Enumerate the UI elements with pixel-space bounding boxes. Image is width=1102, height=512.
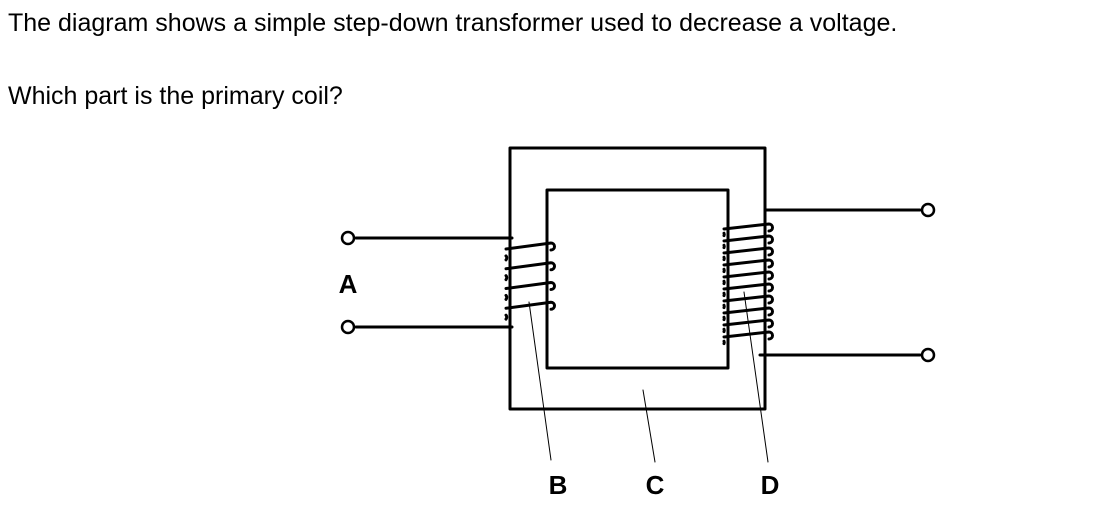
secondary-coil-turn — [722, 330, 774, 341]
iron-core — [508, 146, 767, 411]
secondary-coil-turn — [722, 246, 774, 257]
question-statement: The diagram shows a simple step-down tra… — [8, 9, 898, 37]
primary-coil-turn-back — [504, 274, 509, 282]
primary-coil-turn-back — [504, 254, 509, 262]
question-prompt: Which part is the primary coil? — [8, 82, 343, 110]
pointer-c — [642, 389, 656, 463]
label-a: A — [339, 269, 358, 299]
secondary-bottom-terminal[interactable] — [920, 347, 936, 363]
secondary-coil-turn — [722, 282, 774, 293]
pointer-b — [528, 301, 552, 461]
secondary-coil-turn — [722, 294, 774, 305]
primary-coil-turn-back — [504, 313, 509, 321]
secondary-coil-turn — [722, 258, 774, 269]
primary-top-terminal[interactable] — [340, 230, 356, 246]
secondary-coil-turn — [722, 318, 774, 329]
core-inner-edge — [545, 188, 730, 370]
secondary-coil-turn — [722, 222, 774, 233]
secondary-coil-turn — [722, 270, 774, 281]
primary-coil-turn — [504, 261, 556, 272]
primary-coil-turn — [504, 241, 556, 252]
secondary-circuit — [758, 202, 936, 363]
label-d: D — [761, 470, 780, 500]
primary-circuit — [340, 230, 514, 335]
secondary-coil — [722, 222, 774, 346]
primary-coil-turn-back — [504, 293, 509, 301]
primary-bottom-terminal[interactable] — [340, 319, 356, 335]
secondary-coil-turn — [722, 234, 774, 245]
secondary-top-terminal[interactable] — [920, 202, 936, 218]
label-b: B — [549, 470, 568, 500]
primary-coil-turn — [504, 281, 556, 291]
pointer-d — [743, 291, 769, 463]
core-outer-edge — [508, 146, 767, 411]
primary-coil — [504, 241, 556, 321]
label-c: C — [646, 470, 665, 500]
label-pointers — [528, 291, 769, 463]
primary-coil-turn — [504, 300, 556, 311]
secondary-coil-turn — [722, 306, 774, 317]
